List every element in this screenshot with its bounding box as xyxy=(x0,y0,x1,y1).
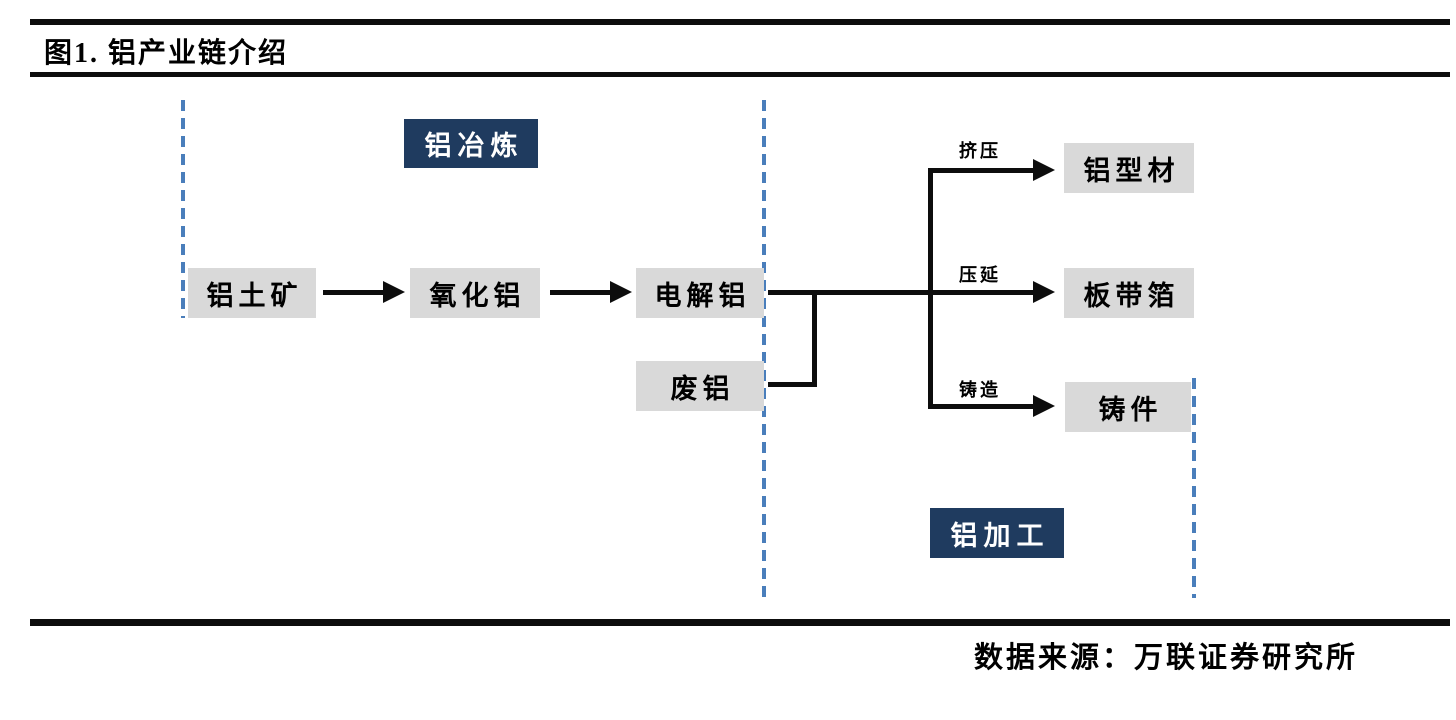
node-bauxite: 铝土矿 xyxy=(188,268,316,318)
process-label-casting: 铸造 xyxy=(959,380,1001,400)
divider-upstream-dashed-line xyxy=(181,100,185,318)
arrow-head-bauxite-to-alumina xyxy=(383,281,405,303)
stage-badge-processing: 铝加工 xyxy=(930,508,1064,558)
arrow-head-to-castings xyxy=(1033,395,1055,417)
process-label-rolling: 压延 xyxy=(959,265,1001,285)
arrow-head-alumina-to-electrolytic xyxy=(610,281,632,303)
arrow-line-bauxite-to-alumina xyxy=(323,290,385,295)
source-note: 数据来源：万联证券研究所 xyxy=(973,642,1358,674)
stage-badge-smelting: 铝冶炼 xyxy=(404,119,538,168)
arrow-line-extrusion-branch xyxy=(928,168,1035,173)
process-label-extrusion: 挤压 xyxy=(959,141,1001,161)
line-scrap-horizontal xyxy=(768,382,817,387)
node-scrap-aluminum: 废铝 xyxy=(636,361,764,411)
node-castings: 铸件 xyxy=(1065,382,1191,432)
bottom-rule xyxy=(30,619,1450,626)
node-electrolytic-aluminum: 电解铝 xyxy=(636,268,764,318)
figure-title: 图1. 铝产业链介绍 xyxy=(44,38,289,69)
line-downstream-trunk xyxy=(928,168,933,409)
arrow-line-casting-branch xyxy=(928,404,1035,409)
arrow-line-alumina-to-electrolytic xyxy=(550,290,612,295)
node-aluminum-profiles: 铝型材 xyxy=(1064,143,1194,193)
arrow-head-to-sheet-strip-foil xyxy=(1033,281,1055,303)
node-alumina: 氧化铝 xyxy=(410,268,540,318)
line-electrolytic-to-trunk xyxy=(768,290,933,295)
divider-downstream-dashed-line xyxy=(1192,378,1196,598)
node-sheet-strip-foil: 板带箔 xyxy=(1064,268,1194,318)
arrow-head-to-profiles xyxy=(1033,159,1055,181)
arrow-line-rolling-branch xyxy=(933,290,1035,295)
title-underline-rule xyxy=(30,72,1450,77)
divider-midstream-dashed-line xyxy=(762,100,766,598)
top-rule xyxy=(30,19,1450,25)
line-scrap-vertical-join xyxy=(812,290,817,387)
